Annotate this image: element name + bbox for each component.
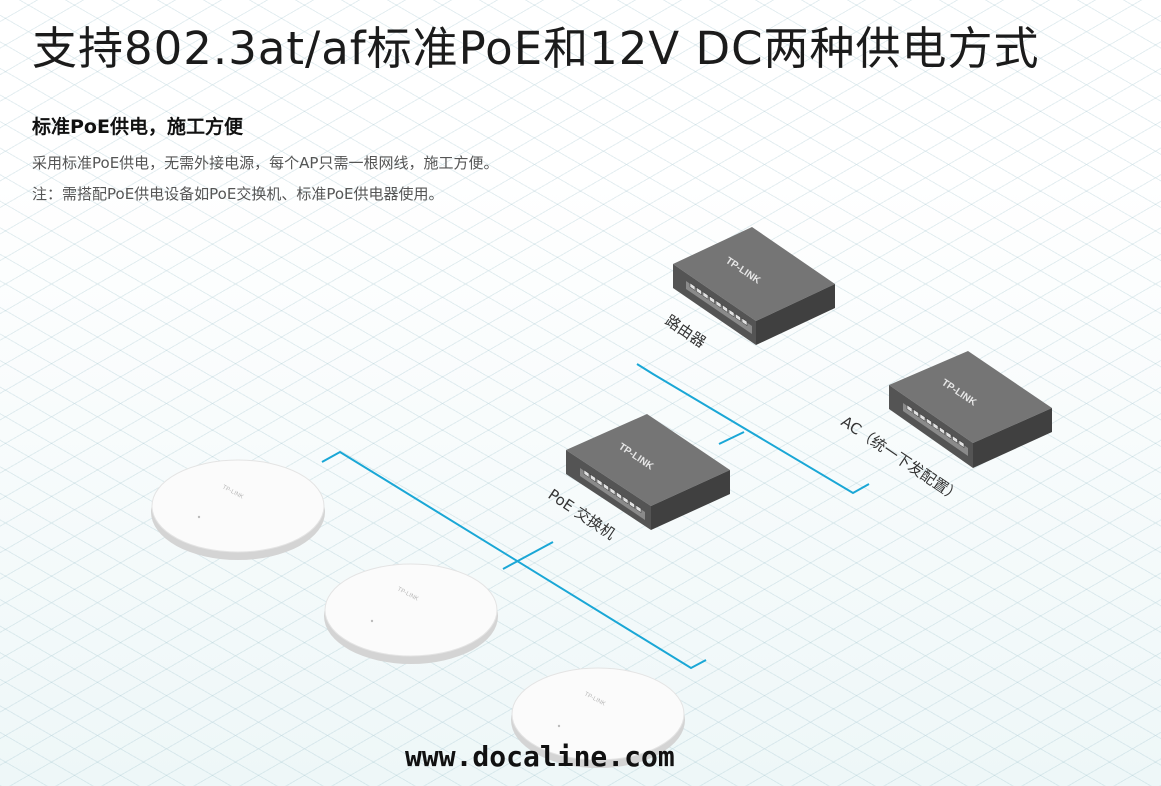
ethernet-port [715, 300, 722, 309]
ethernet-port [583, 469, 590, 478]
ethernet-port [709, 295, 715, 304]
network-links [321, 363, 870, 670]
ethernet-port [722, 304, 728, 313]
ethernet-port [952, 435, 958, 444]
switch-uplink [718, 431, 745, 445]
access-point-3: TP-LINK [511, 667, 685, 768]
ethernet-port [590, 473, 596, 483]
ethernet-port [629, 500, 635, 509]
access-point-2: TP-LINK [324, 563, 498, 664]
ethernet-port [603, 482, 609, 491]
ethernet-port [696, 286, 702, 296]
switch-port-panel [580, 468, 645, 520]
page-title: 支持802.3at/af标准PoE和12V DC两种供电方式 [32, 22, 1040, 75]
router-port-panel [686, 281, 752, 334]
ethernet-port [735, 313, 741, 322]
ethernet-port [635, 504, 642, 513]
switch-downlink [502, 541, 554, 570]
ac-device: TP-LINK AC（统一下发配置） [838, 351, 1052, 506]
router-ac-link [636, 363, 870, 495]
ethernet-port [913, 408, 919, 418]
ac-port-panel [903, 403, 968, 456]
ethernet-port [939, 426, 945, 435]
ethernet-port [958, 439, 965, 448]
ethernet-port [926, 417, 932, 426]
router-device: TP-LINK 路由器 [662, 227, 835, 351]
section-title: 标准PoE供电，施工方便 [32, 116, 243, 138]
ethernet-port [702, 291, 709, 300]
ethernet-port [609, 487, 616, 496]
section-description: 采用标准PoE供电，无需外接电源，每个AP只需一根网线，施工方便。 [32, 154, 499, 172]
ethernet-port [616, 491, 622, 500]
ethernet-port [932, 422, 939, 431]
router-label: 路由器 [662, 311, 709, 351]
ethernet-port [919, 413, 926, 422]
ethernet-port [622, 495, 629, 505]
ethernet-port [741, 317, 748, 326]
ethernet-port [945, 430, 952, 440]
watermark: www.docaline.com [405, 740, 675, 773]
ethernet-port [906, 404, 913, 413]
access-point-1: TP-LINK [151, 459, 325, 560]
section-note: 注：需搭配PoE供电设备如PoE交换机、标准PoE供电器使用。 [32, 185, 444, 203]
poe-switch-device: TP-LINK PoE 交换机 [545, 414, 730, 543]
ethernet-port [728, 308, 735, 318]
ethernet-port [689, 282, 696, 291]
ap-bus-link [321, 450, 707, 670]
ethernet-port [596, 478, 603, 487]
